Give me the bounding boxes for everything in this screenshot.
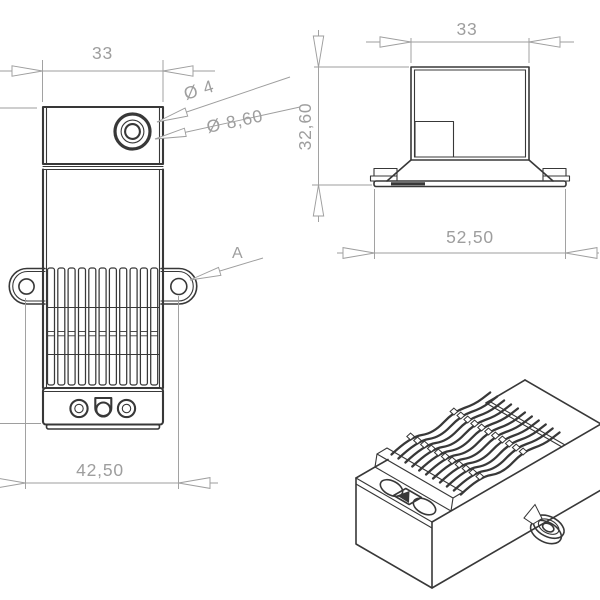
arrowhead <box>156 107 189 123</box>
arrowhead <box>565 247 598 259</box>
iso-terminal-shelf <box>355 447 464 529</box>
iso-mounting-hole <box>541 522 555 533</box>
arrowhead <box>178 477 211 489</box>
side-dim-height-label: 32,60 <box>295 103 315 151</box>
side-body <box>410 66 530 161</box>
side-dim-height: 32,60 <box>295 30 409 222</box>
iso-ear-tab <box>523 503 543 525</box>
iso-fins <box>390 391 561 496</box>
arrowhead <box>11 65 43 77</box>
callout-inner-hole-label: Ø 4 <box>181 76 216 104</box>
front-part <box>8 105 198 430</box>
left-mounting-hole <box>18 278 35 295</box>
arrowhead <box>528 36 561 48</box>
bottom-lip <box>45 423 161 430</box>
terminal-pocket-center <box>94 396 113 418</box>
terminal-hole-left <box>69 398 89 419</box>
iso-terminal-hole-left <box>379 478 404 498</box>
side-dim-width: 33 <box>366 19 574 63</box>
terminal-box <box>41 386 165 430</box>
iso-terminal-hole-right <box>412 497 437 516</box>
section-arrow: A <box>189 245 264 281</box>
arrowhead <box>342 247 375 259</box>
arrowhead <box>154 127 187 140</box>
side-part <box>369 66 571 188</box>
arrowhead <box>312 35 325 68</box>
callout-outer-hole-label: Ø 8,60 <box>205 105 265 136</box>
iso-body-outline <box>355 379 600 589</box>
iso-mounting-ear <box>523 503 565 545</box>
right-mounting-hole <box>170 277 188 296</box>
side-base-flange <box>369 159 571 188</box>
callout-outer-hole: Ø 8,60 <box>154 105 301 140</box>
side-dim-base-width: 52,50 <box>337 189 599 259</box>
right-mounting-ear <box>160 267 198 305</box>
arrowhead <box>162 65 194 77</box>
front-view: 33 <box>0 43 301 489</box>
side-dim-width-label: 33 <box>456 19 477 39</box>
side-view: 33 32,60 <box>295 19 599 259</box>
iso-view <box>355 379 600 589</box>
terminal-hole-right <box>116 398 137 419</box>
base-lip <box>373 180 567 188</box>
arrowhead <box>0 478 26 488</box>
side-dim-base-width-label: 52,50 <box>446 227 494 247</box>
arrowhead <box>379 36 412 48</box>
front-dim-width-label: 33 <box>92 43 113 63</box>
section-label: A <box>232 245 243 262</box>
side-small-box <box>414 120 455 158</box>
left-mounting-ear <box>8 267 46 305</box>
arrowhead <box>312 184 325 217</box>
front-dim-mount-spacing-label: 42,50 <box>76 460 124 480</box>
front-dim-mount-spacing: 42,50 <box>0 296 218 489</box>
cutoff-extension-lines <box>0 107 41 424</box>
front-fins <box>46 267 159 386</box>
front-dim-width: 33 <box>0 43 215 102</box>
adjustment-hole <box>113 112 152 151</box>
top-box <box>41 105 165 166</box>
arrowhead <box>189 266 222 281</box>
